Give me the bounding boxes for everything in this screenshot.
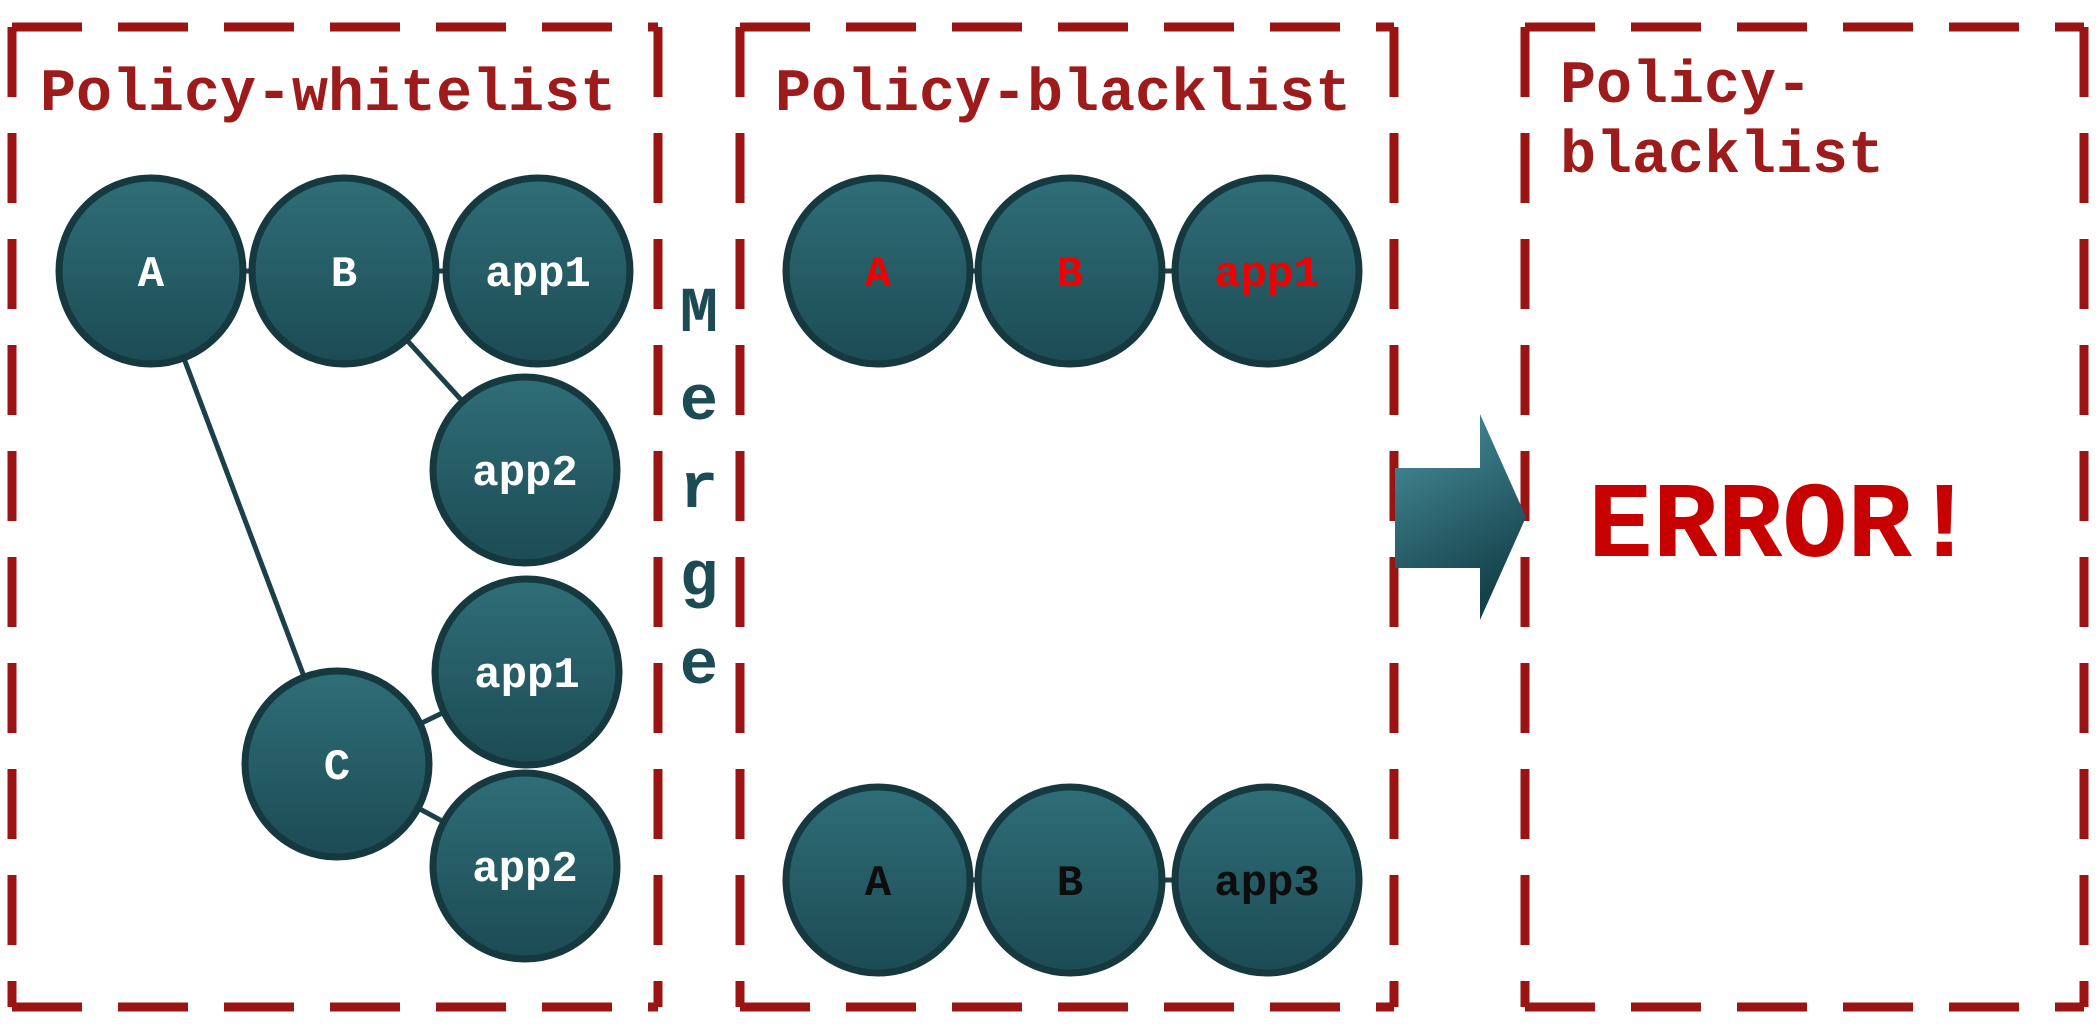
error-text: ERROR! (1588, 467, 1977, 589)
node-blacklist-bB (974, 783, 1166, 977)
merge-letter-1: e (680, 367, 718, 439)
merge-arrow-icon (1395, 414, 1526, 620)
node-blacklist-bApp3 (1171, 783, 1363, 977)
merge-letter-0: M (680, 279, 718, 351)
merge-letter-3: g (680, 543, 718, 615)
panel-title-result-line1: Policy- (1560, 53, 1812, 121)
node-label-blacklist-rApp1: app1 (1214, 250, 1320, 300)
node-whitelist-app2 (429, 373, 621, 567)
panel-borders (7, 22, 2089, 1012)
node-label-whitelist-C: C (324, 743, 350, 793)
node-whitelist-C (241, 667, 433, 861)
merge-letter-2: r (680, 455, 718, 527)
panel-title-whitelist: Policy-whitelist (40, 61, 616, 129)
panel-title-result-line2: blacklist (1560, 123, 1884, 191)
node-label-whitelist-app2b: app2 (472, 845, 578, 895)
node-blacklist-rApp1 (1171, 174, 1363, 368)
node-whitelist-app1 (442, 174, 634, 368)
node-label-whitelist-A: A (138, 250, 165, 300)
node-label-whitelist-app2: app2 (472, 449, 578, 499)
node-label-blacklist-bA: A (865, 859, 892, 909)
merge-letter-4: e (680, 631, 718, 703)
node-label-blacklist-rA: A (865, 250, 892, 300)
panel-title-blacklist: Policy-blacklist (775, 61, 1351, 129)
node-label-blacklist-bB: B (1057, 859, 1083, 909)
node-label-whitelist-app1b: app1 (474, 651, 580, 701)
node-label-blacklist-bApp3: app3 (1214, 859, 1320, 909)
node-whitelist-app2b (429, 769, 621, 963)
node-blacklist-bA (782, 783, 974, 977)
node-label-blacklist-rB: B (1057, 250, 1083, 300)
node-whitelist-B (248, 174, 440, 368)
node-blacklist-rA (782, 174, 974, 368)
node-whitelist-app1b (431, 575, 623, 769)
node-label-whitelist-app1: app1 (485, 250, 591, 300)
node-whitelist-A (55, 174, 247, 368)
node-label-whitelist-B: B (331, 250, 357, 300)
node-blacklist-rB (974, 174, 1166, 368)
